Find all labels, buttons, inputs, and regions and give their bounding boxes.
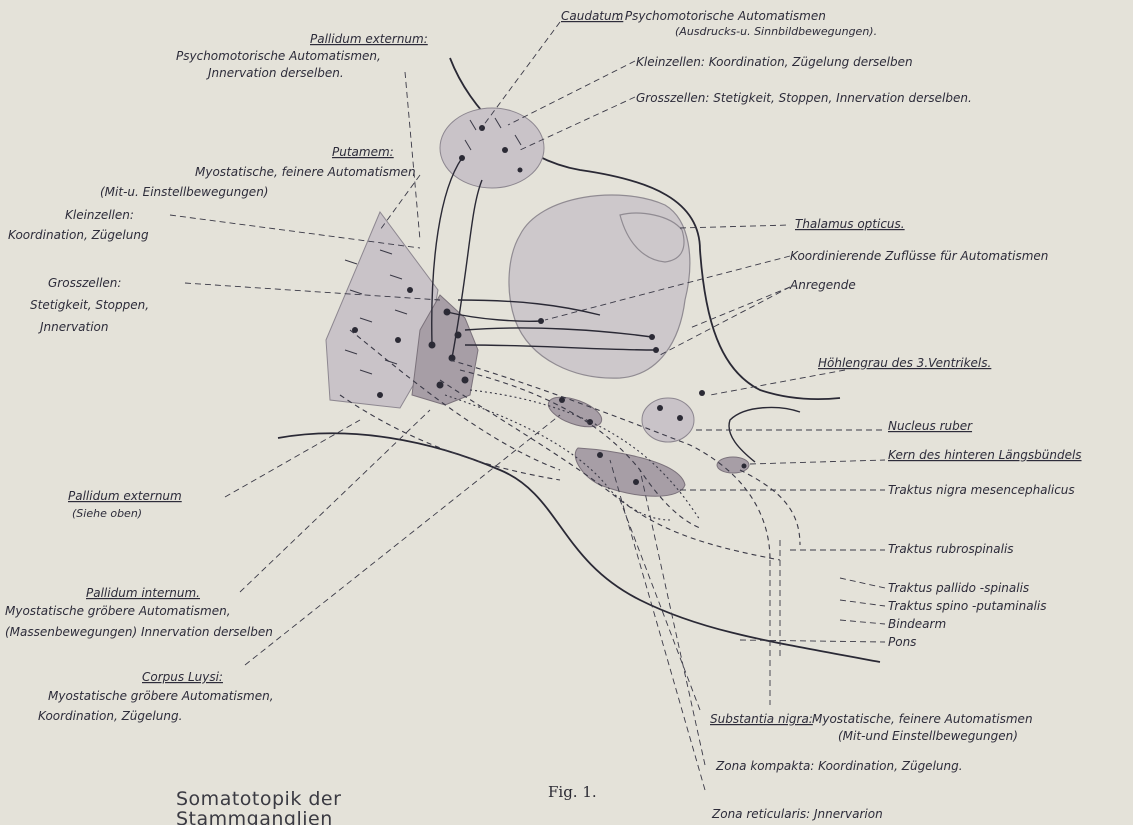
label-pallidum-int-title: Pallidum internum.: [86, 586, 200, 600]
label-pallidum-ext-desc2: Jnnervation derselben.: [206, 66, 344, 80]
label-put-gross3: Jnnervation: [38, 320, 109, 334]
label-bindearm: Bindearm: [888, 617, 946, 631]
label-zona-kompakta: Zona kompakta: Koordination, Zügelung.: [715, 759, 963, 773]
caudatum-shape: [440, 108, 544, 188]
caption-line2: Stammganglien: [176, 808, 333, 825]
label-caudatum-desc2: (Ausdrucks-u. Sinnbildbewegungen).: [675, 25, 877, 38]
label-pallidum-ext2-desc: (Siehe oben): [72, 507, 142, 520]
label-pallidum-int-desc1: Myostatische gröbere Automatismen,: [5, 604, 231, 618]
brainstem-lower-contour: [278, 433, 880, 662]
label-traktus-nigra: Traktus nigra mesencephalicus: [888, 483, 1075, 497]
label-caudatum-desc1: : Psychomotorische Automatismen: [617, 9, 826, 23]
label-put-gross1: Grosszellen:: [48, 276, 121, 290]
label-caudatum-title: Caudatum: [561, 9, 623, 23]
label-anregende: Anregende: [789, 278, 856, 292]
label-pallidum-int-desc2: (Massenbewegungen) Innervation derselben: [5, 625, 273, 639]
label-hoehlengrau: Höhlengrau des 3.Ventrikels.: [818, 356, 991, 370]
label-corpus-title: Corpus Luysi:: [142, 670, 223, 684]
corpus-luysi-shape: [545, 391, 606, 433]
label-thalamus: Thalamus opticus.: [795, 217, 905, 231]
nucleus-ruber-shape: [642, 398, 694, 442]
label-traktus-rubro: Traktus rubrospinalis: [888, 542, 1014, 556]
label-substantia-title: Substantia nigra:: [710, 712, 813, 726]
label-koord-zufl: Koordinierende Zuflüsse für Automatismen: [790, 249, 1048, 263]
label-pallidum-ext2-title: Pallidum externum: [68, 489, 182, 503]
label-put-klein2: Koordination, Zügelung: [8, 228, 149, 242]
figure-number: Fig. 1.: [548, 783, 597, 801]
label-caud-gross: Grosszellen: Stetigkeit, Stoppen, Innerv…: [636, 91, 972, 105]
caption-line1: Somatotopik der: [176, 788, 341, 810]
label-put-gross2: Stetigkeit, Stoppen,: [30, 298, 149, 312]
label-put-klein1: Kleinzellen:: [65, 208, 134, 222]
label-caud-klein: Kleinzellen: Koordination, Zügelung ders…: [636, 55, 913, 69]
label-pallidum-ext-title: Pallidum externum:: [310, 32, 428, 46]
label-nucleus-ruber: Nucleus ruber: [888, 419, 973, 433]
label-putamen-title: Putamem:: [332, 145, 394, 159]
label-traktus-spino: Traktus spino -putaminalis: [888, 599, 1047, 613]
label-putamen-desc1: Myostatische, feinere Automatismen: [195, 165, 416, 179]
label-traktus-pallido: Traktus pallido -spinalis: [888, 581, 1029, 595]
label-substantia-desc2: (Mit-und Einstellbewegungen): [838, 729, 1018, 743]
label-putamen-desc2: (Mit-u. Einstellbewegungen): [100, 185, 268, 199]
hoehlengrau-contour: [729, 407, 800, 462]
label-pons: Pons: [888, 635, 916, 649]
label-corpus-desc2: Koordination, Zügelung.: [38, 709, 182, 723]
label-corpus-desc1: Myostatische gröbere Automatismen,: [48, 689, 274, 703]
label-kern-hint: Kern des hinteren Längsbündels: [888, 448, 1082, 462]
label-pallidum-ext-desc1: Psychomotorische Automatismen,: [176, 49, 381, 63]
label-substantia-desc1: Myostatische, feinere Automatismen: [812, 712, 1033, 726]
substantia-nigra-shape: [575, 448, 685, 496]
label-zona-retic: Zona reticularis: Jnnervarion: [711, 807, 883, 821]
